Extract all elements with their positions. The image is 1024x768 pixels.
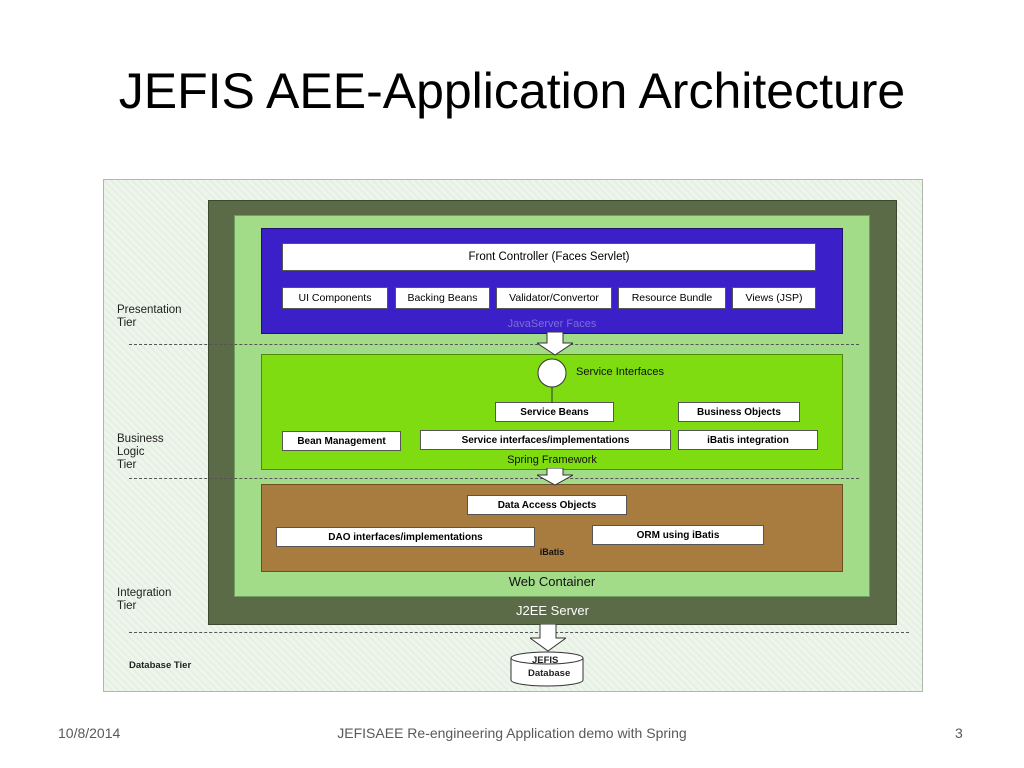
ui-components-box: UI Components (282, 287, 388, 309)
database-label-line1: JEFIS (532, 655, 559, 666)
orm-ibatis-box: ORM using iBatis (592, 525, 764, 545)
front-controller-box: Front Controller (Faces Servlet) (282, 243, 816, 271)
service-interfaces-label: Service Interfaces (576, 366, 665, 378)
views-jsp-box: Views (JSP) (732, 287, 816, 309)
tier-label-database: Database Tier (129, 660, 192, 671)
ibatis-layer: Data Access Objects DAO interfaces/imple… (261, 484, 843, 572)
ibatis-integration-box: iBatis integration (678, 430, 818, 450)
arrow-down-icon-2 (537, 468, 573, 486)
validator-convertor-box: Validator/Convertor (496, 287, 612, 309)
footer-text: JEFISAEE Re-engineering Application demo… (337, 725, 687, 741)
tier-label-presentation: Presentation Tier (117, 304, 182, 329)
footer-date: 10/8/2014 (58, 725, 121, 741)
tier-separator-integration (129, 632, 909, 633)
database-icon (510, 651, 584, 687)
tier-label-business: Business Logic Tier (117, 433, 164, 471)
spring-label: Spring Framework (507, 454, 597, 466)
bean-management-box: Bean Management (282, 431, 401, 451)
jsf-layer: Front Controller (Faces Servlet) UI Comp… (261, 228, 843, 334)
arrow-down-icon (537, 332, 573, 356)
tier-label-integration: Integration Tier (117, 587, 172, 612)
backing-beans-box: Backing Beans (395, 287, 490, 309)
architecture-diagram: Presentation Tier Business Logic Tier In… (103, 179, 923, 692)
service-implementations-box: Service interfaces/implementations (420, 430, 671, 450)
tier-separator-business (129, 478, 859, 479)
service-interface-icon (537, 358, 567, 403)
service-beans-box: Service Beans (495, 402, 614, 422)
business-objects-box: Business Objects (678, 402, 800, 422)
ibatis-label: iBatis (539, 547, 565, 557)
tier-separator-presentation (129, 344, 859, 345)
data-access-objects-box: Data Access Objects (467, 495, 627, 515)
slide-number: 3 (955, 725, 963, 741)
resource-bundle-box: Resource Bundle (618, 287, 726, 309)
j2ee-server-label: J2EE Server (516, 603, 589, 618)
arrow-down-icon-3 (530, 624, 566, 652)
jsf-label: JavaServer Faces (507, 318, 597, 330)
web-container-label: Web Container (508, 574, 596, 589)
database-label-line2: Database (528, 668, 571, 679)
slide-title: JEFIS AEE-Application Architecture (118, 63, 906, 119)
dao-implementations-box: DAO interfaces/implementations (276, 527, 535, 547)
